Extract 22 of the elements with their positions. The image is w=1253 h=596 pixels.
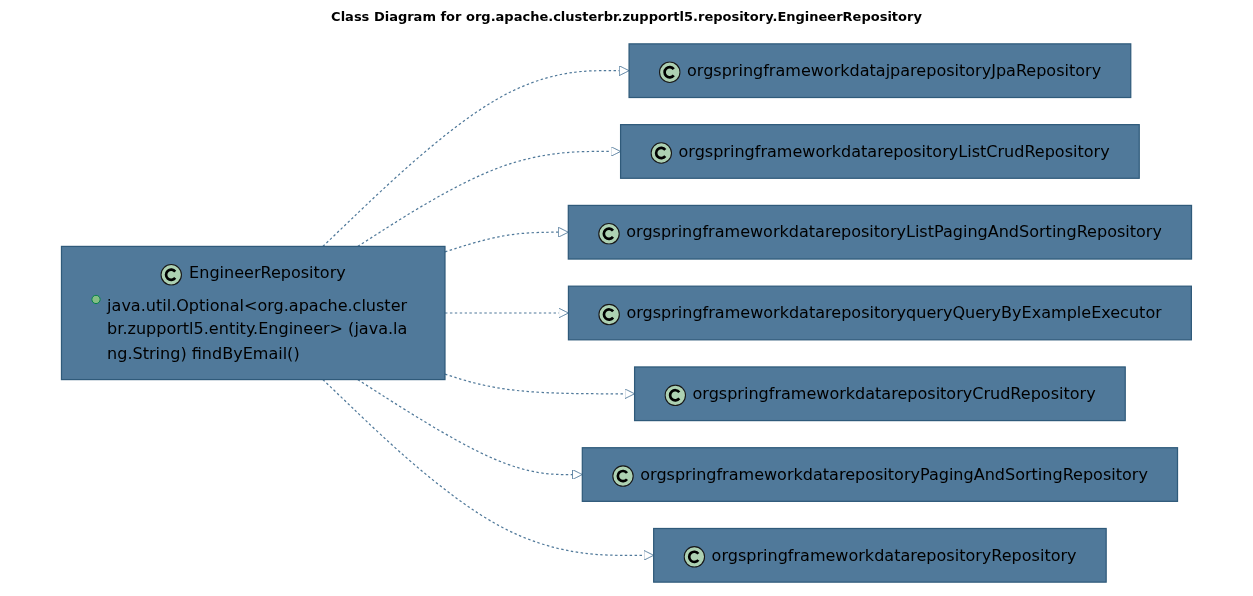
class-name: orgspringframeworkdatarepositoryListCrudRepository: [678, 141, 1110, 161]
class-box: [567, 204, 1193, 260]
class-box: [619, 124, 1140, 179]
realization-arrow: [444, 307, 569, 319]
realization-arrow: [444, 226, 569, 253]
diagram-title: Class Diagram for org.apache.clusterbr.zupportl5.repository.EngineerRepository: [331, 9, 922, 24]
realization-arrow: [322, 65, 630, 248]
class-box: [628, 43, 1132, 99]
class-name: orgspringframeworkdatajparepositoryJpaRepository: [687, 61, 1102, 80]
realization-arrow: [357, 378, 583, 480]
class-box: [653, 527, 1107, 583]
class-name: EngineerRepository: [189, 263, 346, 283]
class-name: orgspringframeworkdatarepositoryRepository: [711, 545, 1077, 565]
method-signature: java.util.Optional<org.apache.clusterbr.zupportl5.entity.Engineer> (java.lang.String) findByEmail(): [107, 294, 409, 364]
class-name: orgspringframeworkdatarepositoryListPagingAndSortingRepository: [626, 222, 1162, 242]
class-name: orgspringframeworkdatarepositoryCrudRepository: [692, 384, 1096, 403]
class-box: [567, 285, 1192, 341]
class-name: orgspringframeworkdatarepositoryqueryQueryByExampleExecutor: [626, 303, 1162, 322]
class-box: [581, 447, 1179, 502]
class-name: orgspringframeworkdatarepositoryPagingAndSortingRepository: [640, 465, 1148, 484]
class-box: [60, 245, 446, 381]
class-box: [633, 366, 1126, 422]
